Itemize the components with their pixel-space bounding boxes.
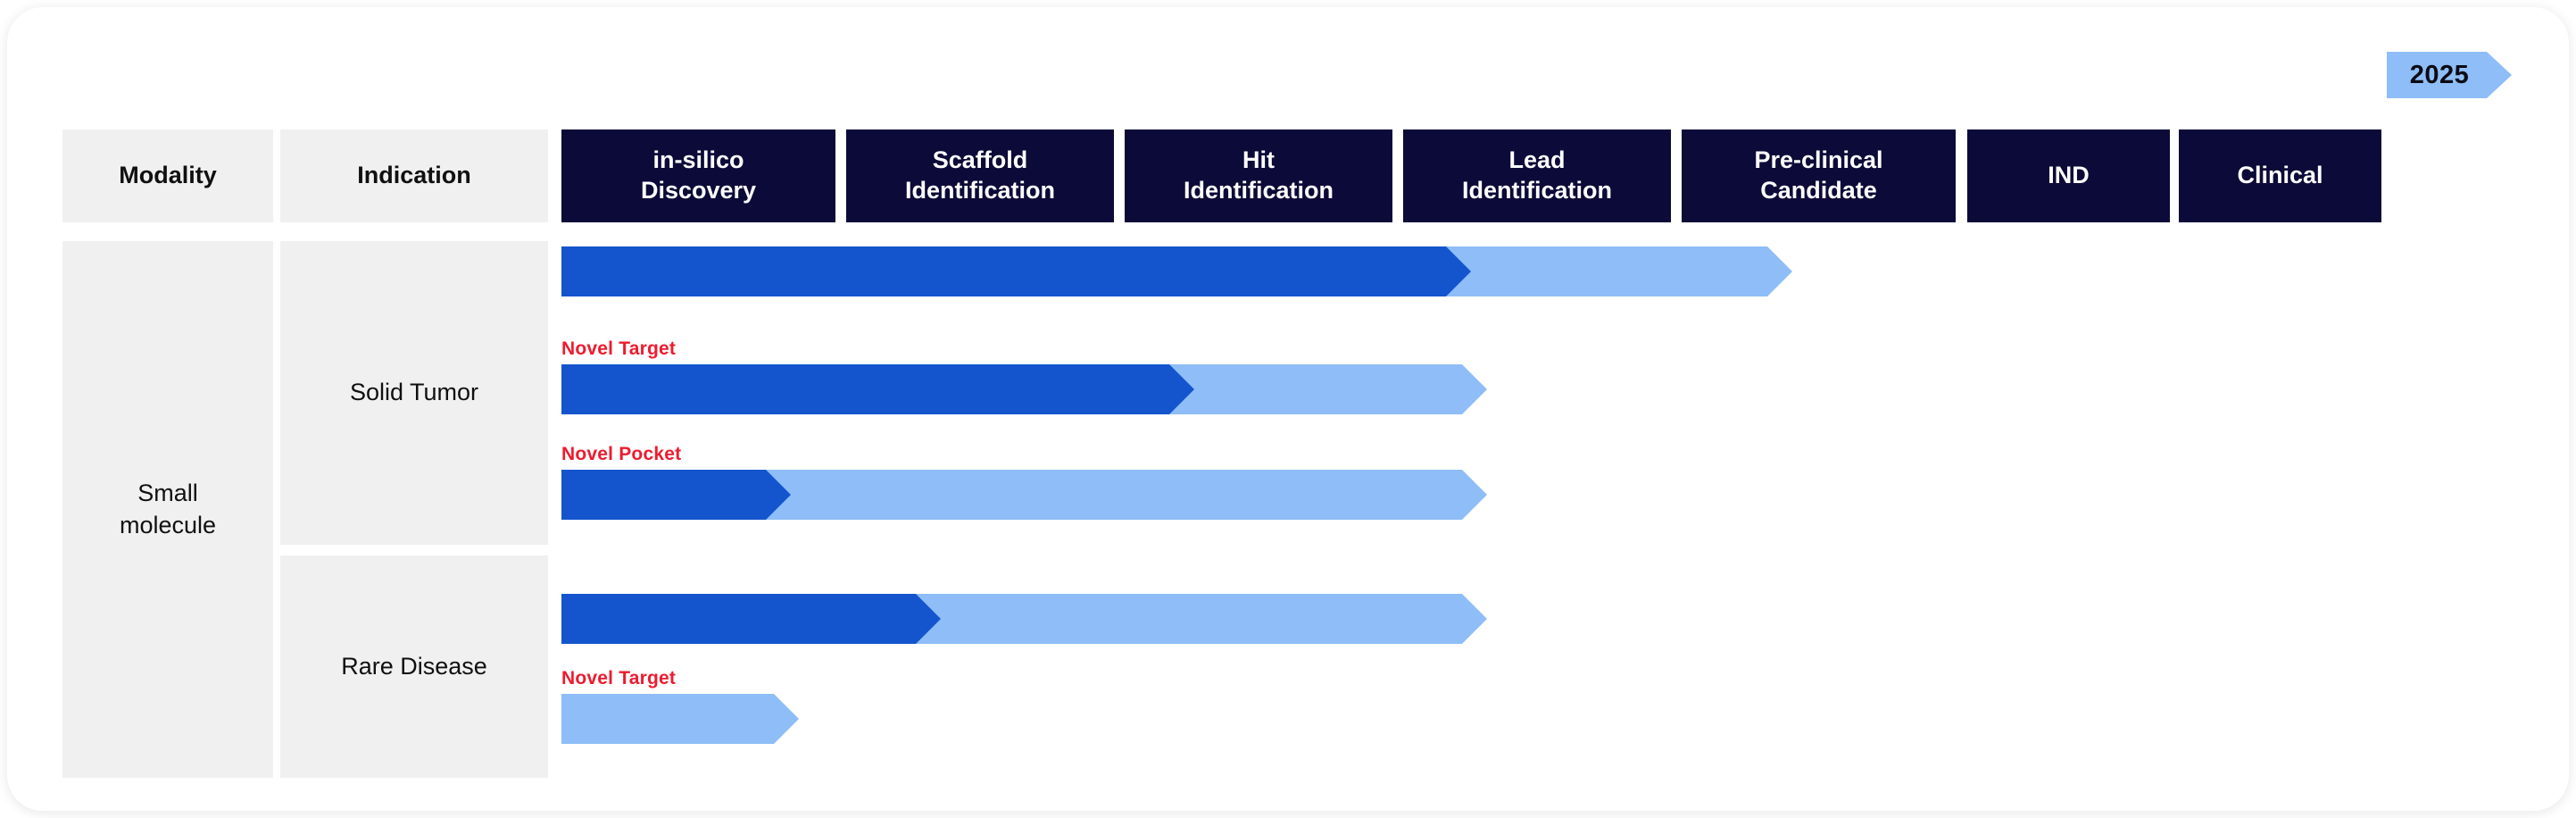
pipeline-bar-rare-disease-4[interactable] <box>561 694 799 744</box>
program-tag-novel-pocket-2: Novel Pocket <box>561 444 682 464</box>
bar-segment-completed <box>561 594 941 644</box>
program-tag-novel-target-4: Novel Target <box>561 668 677 689</box>
bar-segment-completed <box>561 470 791 520</box>
bar-segment-completed <box>561 364 1194 414</box>
row-label-solid-tumor: Solid Tumor <box>280 241 548 545</box>
column-header-clinical: Clinical <box>2179 129 2381 222</box>
pipeline-bar-solid-tumor-0[interactable] <box>561 246 1792 296</box>
column-header-modality: Modality <box>62 129 273 222</box>
pipeline-bar-solid-tumor-1[interactable] <box>561 364 1487 414</box>
row-label-rare-disease: Rare Disease <box>280 555 548 778</box>
program-tag-novel-target-1: Novel Target <box>561 338 677 359</box>
column-header-ind: IND <box>1967 129 2170 222</box>
bar-segment-projected <box>561 694 799 744</box>
column-header-indication: Indication <box>280 129 548 222</box>
pipeline-bar-solid-tumor-2[interactable] <box>561 470 1487 520</box>
bar-segment-completed <box>561 246 1471 296</box>
pipeline-bar-rare-disease-3[interactable] <box>561 594 1487 644</box>
year-marker-badge: 2025 <box>2387 52 2512 98</box>
